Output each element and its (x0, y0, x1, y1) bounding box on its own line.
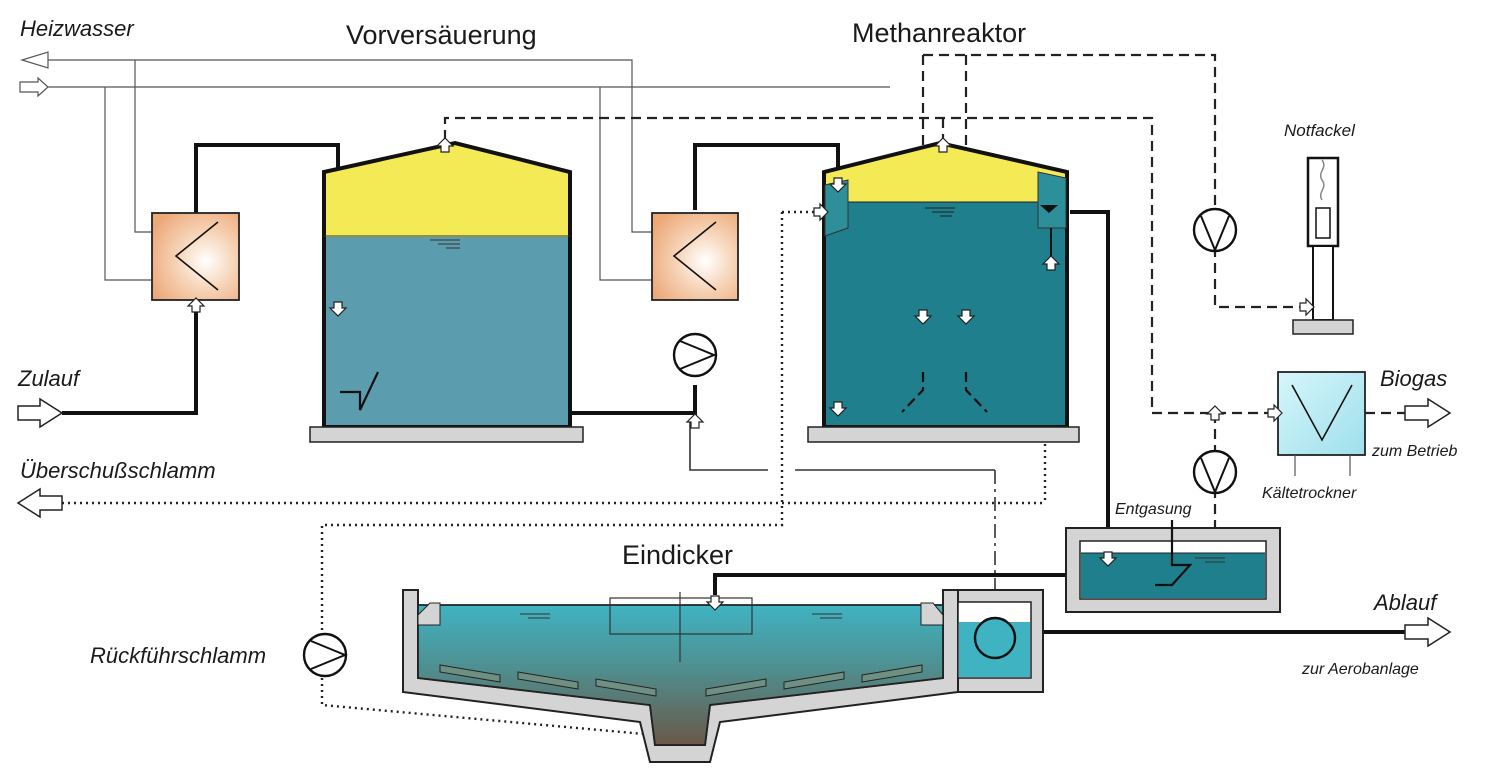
eindicker-thickener (402, 589, 1044, 763)
pump-rueckfuehrschlamm (302, 632, 348, 678)
gas-blower-entgasung (1192, 449, 1238, 495)
label-methanreaktor: Methanreaktor (852, 18, 1027, 48)
label-notfackel: Notfackel (1284, 121, 1355, 140)
zulauf-inlet-arrow (17, 397, 64, 429)
gas-blower-notfackel (1192, 207, 1238, 253)
label-biogas: Biogas (1380, 366, 1448, 391)
heat-exchanger-2 (651, 212, 739, 301)
kaeltetrockner-unit (1277, 371, 1366, 476)
label-ablauf: Ablauf (1374, 590, 1437, 615)
label-zulauf: Zulauf (18, 366, 80, 391)
biogas-outlet-arrow (1404, 397, 1452, 429)
label-zur-aerobanlage: zur Aerobanlage (1302, 661, 1419, 678)
notfackel-flare (1292, 156, 1354, 335)
heat-exchanger-1 (151, 212, 240, 301)
label-zum-betrieb: zum Betrieb (1372, 443, 1458, 460)
label-entgasung: Entgasung (1115, 501, 1192, 518)
label-kaeltetrockner: Kältetrockner (1262, 485, 1357, 502)
label-vorversaeuerung: Vorversäuerung (346, 20, 537, 50)
ablauf-outlet-arrow (1404, 616, 1452, 648)
label-ueberschussschlamm: Überschußschlamm (20, 458, 216, 483)
heating-water-lines (48, 59, 890, 281)
heizwasser-inlet-arrow (19, 76, 49, 98)
label-rueckfuehrschlamm: Rückführschlamm (90, 643, 267, 668)
flow-arrows (186, 137, 1315, 611)
io-arrows (16, 397, 1452, 648)
entgasung-tank (1065, 520, 1281, 613)
label-heizwasser: Heizwasser (20, 16, 134, 41)
recirculation-lines (689, 420, 996, 600)
vorversaeuerung-tank (309, 140, 584, 443)
ueberschussschlamm-outlet-arrow (16, 487, 63, 519)
heizwasser-outlet-arrow (19, 51, 49, 69)
pump-vorversaeuerung (672, 332, 718, 378)
label-eindicker: Eindicker (622, 540, 734, 570)
methanreaktor-tank (807, 140, 1080, 443)
